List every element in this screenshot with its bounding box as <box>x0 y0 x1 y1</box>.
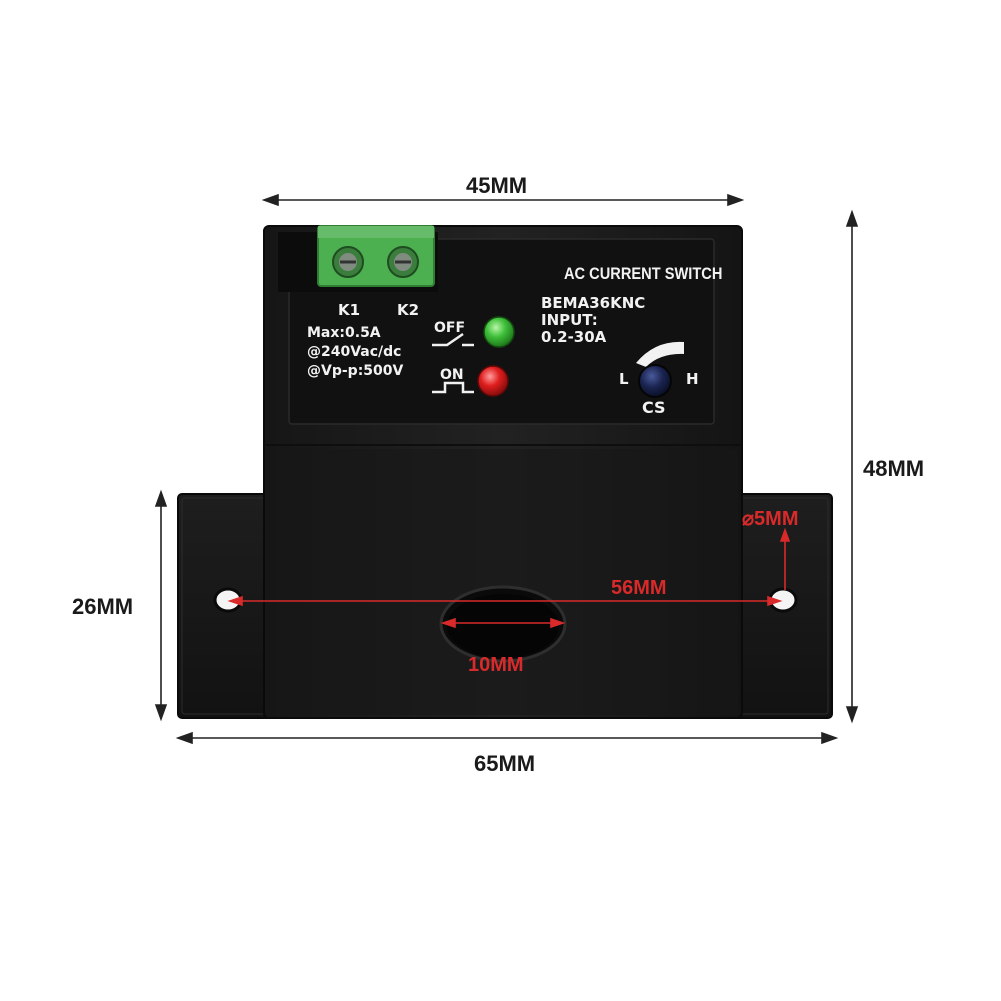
height-right-label: 48MM <box>863 456 925 481</box>
off-status-led <box>483 316 515 348</box>
device-title: AC CURRENT SWITCH <box>564 264 723 283</box>
knob-label: CS <box>642 398 666 417</box>
terminal-k2-label: K2 <box>397 301 420 319</box>
width-top-label: 45MM <box>466 173 528 198</box>
device-model: BEMA36KNC <box>541 294 646 312</box>
terminal-block <box>317 225 435 287</box>
red-dimension-lines <box>227 527 791 629</box>
device-housing <box>263 225 743 719</box>
hole-spacing-label: 56MM <box>611 577 667 599</box>
switch-closed-icon <box>432 381 474 394</box>
on-label: ON <box>440 367 464 383</box>
knob-low-label: L <box>619 370 629 388</box>
on-status-led <box>477 365 509 397</box>
dimension-lines <box>154 193 859 745</box>
input-label: INPUT: <box>541 311 598 329</box>
knob-high-label: H <box>686 370 699 388</box>
off-label: OFF <box>434 320 466 336</box>
spec-voltage: @240Vac/dc <box>307 344 402 360</box>
input-range: 0.2-30A <box>541 328 607 346</box>
spec-max-current: Max:0.5A <box>307 325 381 341</box>
width-bottom-label: 65MM <box>474 751 536 776</box>
hole-diameter-label: ⌀5MM <box>742 508 799 530</box>
height-left-label: 26MM <box>72 594 134 619</box>
switch-open-icon <box>432 332 474 347</box>
terminal-k1-label: K1 <box>338 301 361 319</box>
spec-vpp: @Vp-p:500V <box>307 363 404 379</box>
sensitivity-knob[interactable] <box>636 341 684 398</box>
aperture-label: 10MM <box>468 654 524 676</box>
